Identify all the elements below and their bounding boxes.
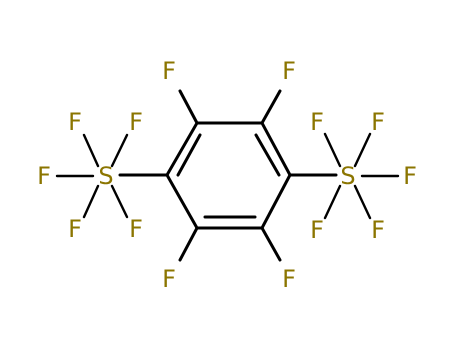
bond-c-f-bottom-left <box>178 226 199 262</box>
left-sf5-bonds <box>55 133 129 219</box>
bond-s-f-left-lower-left <box>82 184 100 219</box>
ring-double-bond-upper-left <box>176 133 202 177</box>
fluorine-atom-left-axial: F <box>37 162 51 190</box>
fluorine-atom-left-upper-left: F <box>68 108 82 136</box>
bond-s-f-left-upper-left <box>82 133 100 168</box>
fluorine-atom-right-upper-left: F <box>310 108 324 136</box>
ring-bond-lower-left <box>165 173 199 230</box>
bond-c-f-bottom-right <box>260 226 282 262</box>
fluorine-atom-left-lower-right: F <box>129 215 143 243</box>
bond-s-f-right-upper-right <box>353 132 372 168</box>
ring-bond-lower-right <box>260 173 292 230</box>
left-sf5-group: S F F F F F <box>37 108 143 243</box>
fluorine-atom-right-lower-left: F <box>310 216 324 244</box>
bond-s-f-right-lower-left <box>323 184 342 220</box>
fluorine-atom-left-lower-left: F <box>68 215 82 243</box>
fluorine-atom-bottom-left: F <box>162 265 176 293</box>
fluorine-atom-top-right: F <box>282 57 296 85</box>
right-sf5-group: S F F F F F <box>310 108 417 244</box>
fluorine-atom-left-upper-right: F <box>129 108 143 136</box>
ring-bond-upper-right <box>260 121 292 177</box>
bond-s-f-right-lower-right <box>353 184 372 220</box>
sulfur-atom-left: S <box>98 162 113 190</box>
fluorine-atom-right-axial: F <box>403 162 417 190</box>
bond-s-f-right-upper-left <box>323 132 342 168</box>
fluorine-atom-bottom-right: F <box>282 265 296 293</box>
bond-c-f-top-right <box>260 89 282 125</box>
bond-s-f-left-lower-right <box>110 184 129 219</box>
right-sf5-bonds <box>323 132 400 220</box>
ring-substituent-bonds <box>118 89 338 262</box>
ring-double-bond-right <box>254 133 281 177</box>
benzene-ring <box>165 121 292 230</box>
fluorine-atom-right-upper-right: F <box>371 108 385 136</box>
bond-c-f-top-left <box>178 89 199 125</box>
fluorine-atom-right-lower-right: F <box>371 216 385 244</box>
bond-s-f-left-upper-right <box>110 133 129 168</box>
ring-fluorine-labels: F F F F <box>162 57 296 293</box>
fluorine-atom-top-left: F <box>162 57 176 85</box>
ring-bond-upper-left <box>165 121 199 177</box>
sulfur-atom-right: S <box>340 162 355 190</box>
